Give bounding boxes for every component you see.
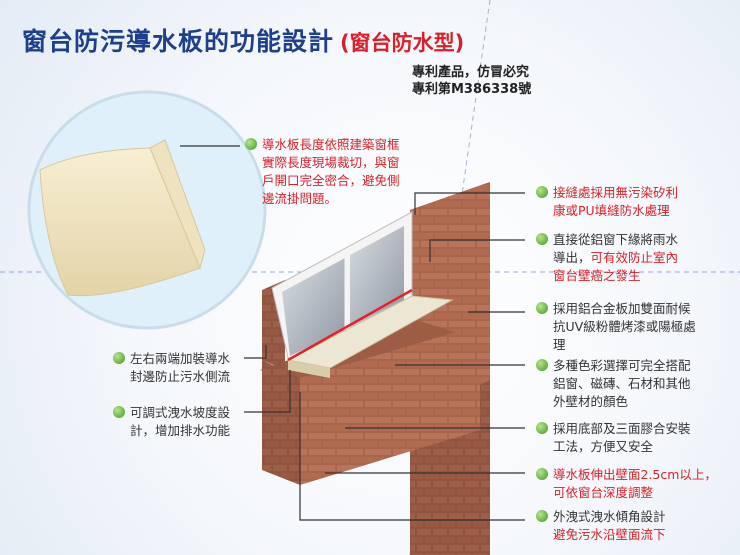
drainage-board: [286, 288, 454, 378]
note-extend: 導水板伸出壁面2.5cm以上， 可依窗台深度調整: [536, 466, 717, 502]
note-slope-design: 外洩式洩水傾角設計 避免污水沿壁面流下: [536, 508, 666, 544]
note-length: 導水板長度依照建築窗框 實際長度現場裁切，與窗 戶開口完全密合，避免側 邊流掛問…: [245, 136, 400, 208]
page-subtitle: (窗台防水型): [340, 31, 465, 55]
title-block: 窗台防污導水板的功能設計(窗台防水型): [22, 22, 464, 58]
note-slope-adjust: 可調式洩水坡度設 計，增加排水功能: [113, 404, 230, 440]
patent-note: 專利產品，仿冒必究 專利第M386338號: [412, 64, 531, 98]
bullet-icon: [536, 302, 548, 314]
bullet-icon: [536, 359, 548, 371]
page-title: 窗台防污導水板的功能設計: [22, 27, 335, 56]
bullet-icon: [536, 510, 548, 522]
note-alloy: 採用鋁合金板加雙面耐候 抗UV級粉體烤漆或陽極處 理: [536, 300, 696, 354]
note-seam: 接縫處採用無污染矽利 康或PU填縫防水處理: [536, 184, 678, 220]
leader-lines: [180, 145, 525, 521]
bullet-icon: [245, 138, 257, 150]
patent-line-2: 專利第M386338號: [412, 82, 532, 97]
note-drain: 直接從鋁窗下緣將雨水 導出，可有效防止室內 窗台壁癌之發生: [536, 231, 678, 285]
note-install: 採用底部及三面膠合安裝 工法，方便又安全: [536, 420, 691, 456]
bullet-icon: [536, 468, 548, 480]
patent-line-1: 專利產品，仿冒必究: [412, 65, 530, 80]
note-end-caps: 左右兩端加裝導水 封邊防止污水側流: [113, 350, 230, 386]
bullet-icon: [113, 406, 125, 418]
bullet-icon: [536, 233, 548, 245]
bullet-icon: [536, 186, 548, 198]
note-colors: 多種色彩選擇可完全搭配 鋁窗、磁磚、石材和其他 外壁材的顏色: [536, 357, 691, 411]
bullet-icon: [536, 422, 548, 434]
detail-circle: [27, 90, 267, 330]
bullet-icon: [113, 352, 125, 364]
